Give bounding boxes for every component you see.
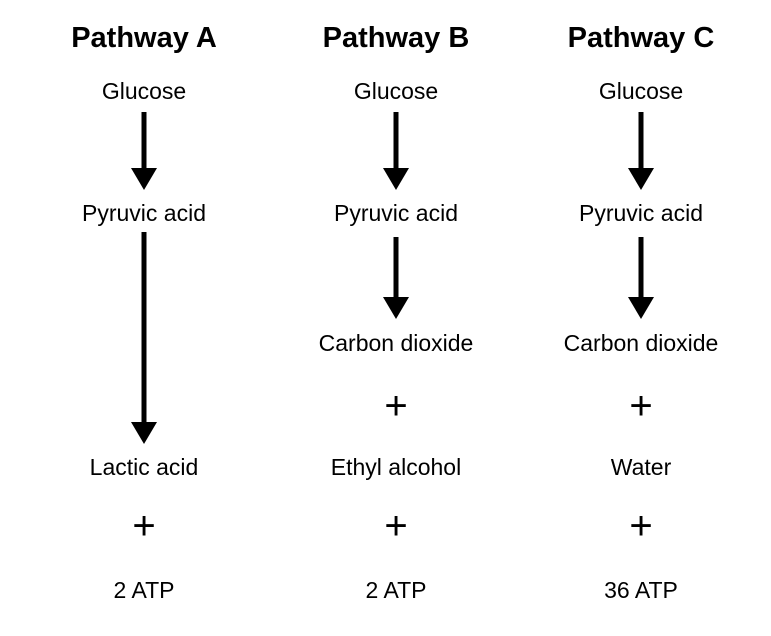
pathway-c-carbon-dioxide: Carbon dioxide — [563, 330, 719, 356]
pathway-c-title: Pathway C — [567, 22, 715, 54]
pathway-b-plus-1: + — [384, 384, 408, 428]
pathway-c-pyruvic-acid: Pyruvic acid — [579, 200, 703, 226]
pathway-a-column: Pathway A Glucose Pyruvic acid Lactic ac… — [24, 0, 264, 636]
pathway-b-pyruvic-acid: Pyruvic acid — [334, 200, 458, 226]
pathway-b-ethyl-alcohol: Ethyl alcohol — [330, 454, 462, 480]
pathway-c-water: Water — [610, 454, 672, 480]
pathway-b-glucose: Glucose — [353, 78, 439, 104]
pathway-c-atp: 36 ATP — [604, 577, 678, 603]
pathway-a-arrow-2 — [24, 232, 264, 446]
pathway-a-arrow-1 — [24, 112, 264, 192]
pathway-b-atp: 2 ATP — [365, 577, 427, 603]
pathway-c-arrow-1 — [521, 112, 761, 192]
pathway-c-arrow-2 — [521, 237, 761, 321]
pathway-c-column: Pathway C Glucose Pyruvic acid Carbon di… — [521, 0, 761, 636]
pathway-a-glucose: Glucose — [101, 78, 187, 104]
pathway-a-plus: + — [132, 504, 156, 548]
pathway-c-plus-2: + — [629, 504, 653, 548]
pathway-b-column: Pathway B Glucose Pyruvic acid Carbon di… — [276, 0, 516, 636]
pathway-a-atp: 2 ATP — [113, 577, 175, 603]
pathway-a-lactic-acid: Lactic acid — [89, 454, 199, 480]
pathway-a-pyruvic-acid: Pyruvic acid — [82, 200, 206, 226]
pathway-b-arrow-1 — [276, 112, 516, 192]
pathway-b-title: Pathway B — [322, 22, 470, 54]
pathway-b-plus-2: + — [384, 504, 408, 548]
pathway-b-carbon-dioxide: Carbon dioxide — [318, 330, 474, 356]
pathway-c-glucose: Glucose — [598, 78, 684, 104]
pathway-a-title: Pathway A — [71, 22, 217, 54]
pathway-c-plus-1: + — [629, 384, 653, 428]
pathway-b-arrow-2 — [276, 237, 516, 321]
